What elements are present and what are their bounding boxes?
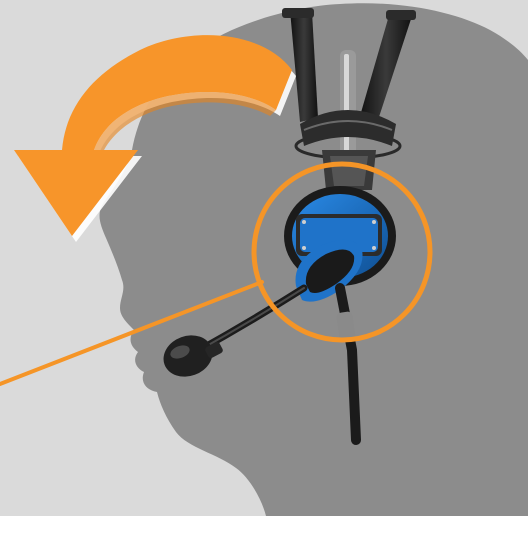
bottom-band xyxy=(0,516,528,534)
